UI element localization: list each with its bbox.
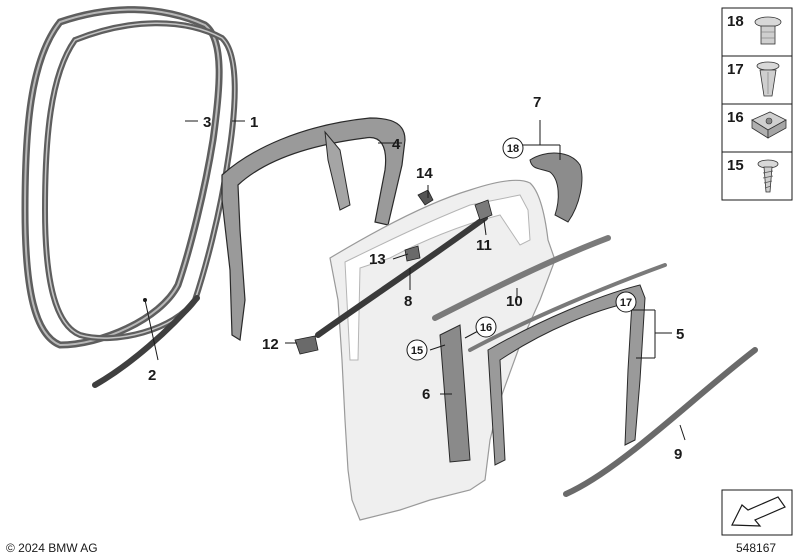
callout-3: 3: [203, 114, 211, 131]
part-clip-14: [417, 189, 434, 206]
legend-item-18: 18: [727, 13, 782, 45]
part-window-frame-trim: [221, 117, 406, 342]
part-door-seal-inner: [21, 6, 223, 349]
part-pillar-trim: [439, 324, 471, 463]
legend-item-16: 16: [727, 109, 787, 139]
circled-callout-18: 18: [502, 137, 524, 159]
callout-10: 10: [506, 293, 523, 310]
part-belt-moulding: [432, 235, 611, 321]
svg-text:16: 16: [727, 109, 744, 126]
legend-item-15: 15: [727, 157, 779, 193]
leader-lines: [143, 120, 686, 441]
callout-9: 9: [674, 446, 682, 463]
callout-4: 4: [392, 136, 401, 153]
part-cap-12: [294, 335, 319, 355]
orientation-arrow-box: [721, 489, 793, 536]
circled-callout-15: 15: [406, 339, 428, 361]
callout-8: 8: [404, 293, 412, 310]
callout-13: 13: [369, 251, 386, 268]
direction-arrow-icon: [731, 496, 786, 527]
part-guide-11: [474, 199, 493, 221]
callout-1: 1: [250, 114, 258, 131]
part-window-channel-strip: [315, 215, 488, 338]
svg-text:18: 18: [507, 143, 519, 155]
callout-14: 14: [416, 165, 433, 182]
callout-7: 7: [533, 94, 541, 111]
push-rivet-icon: [754, 16, 782, 45]
callout-5: 5: [676, 326, 684, 343]
callout-2: 2: [148, 367, 156, 384]
callout-6: 6: [422, 386, 430, 403]
callout-12: 12: [262, 336, 279, 353]
part-outer-belt-strip: [563, 347, 758, 497]
svg-text:18: 18: [727, 13, 744, 30]
fastener-legend: 18 17 16: [721, 7, 793, 201]
svg-text:17: 17: [620, 297, 632, 309]
screw-icon: [757, 159, 779, 193]
circled-callout-17: 17: [615, 291, 637, 313]
part-bracket-13: [404, 245, 421, 262]
copyright-notice: © 2024 BMW AG: [6, 541, 98, 555]
legend-item-17: 17: [727, 61, 780, 97]
part-lower-seal-strip: [92, 295, 200, 388]
part-corner-cover: [529, 152, 583, 223]
expanding-clip-icon: [756, 61, 780, 97]
clip-nut-icon: [751, 111, 787, 139]
callout-11: 11: [476, 237, 492, 254]
diagram-number: 548167: [736, 541, 777, 555]
svg-text:17: 17: [727, 61, 744, 78]
svg-text:16: 16: [480, 322, 492, 334]
circled-callout-16: 16: [475, 316, 497, 338]
svg-text:15: 15: [411, 345, 423, 357]
part-window-frame-seal: [468, 263, 667, 466]
svg-text:15: 15: [727, 157, 744, 174]
